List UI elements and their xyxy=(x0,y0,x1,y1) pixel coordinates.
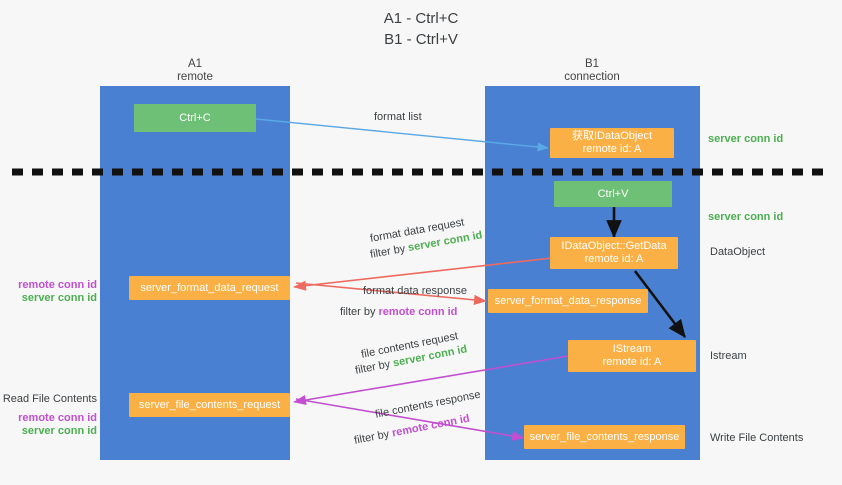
left-label-remote-conn-id-2: remote conn id xyxy=(18,412,97,424)
lane-a1-sub: remote xyxy=(177,71,213,83)
box-ctrl-v-label: Ctrl+V xyxy=(597,187,629,200)
box-idataobject[interactable]: 获取IDataObject remote id: A xyxy=(550,128,674,158)
lane-b1-name: B1 xyxy=(584,58,600,70)
right-label-server-conn-id-1: server conn id xyxy=(708,133,784,145)
lane-b1-sub: connection xyxy=(564,71,620,83)
filter-by-text-3: filter by xyxy=(354,358,392,377)
box-istream-line1: IStream xyxy=(612,343,652,355)
left-label-server-conn-id-2: server conn id xyxy=(21,425,97,437)
box-idataobject-getdata[interactable]: IDataObject::GetData remote id: A xyxy=(550,237,678,269)
box-server-format-data-response-label: server_format_data_response xyxy=(494,294,642,307)
left-label-read-file-contents: Read File Contents xyxy=(2,393,97,405)
box-server-format-data-request[interactable]: server_format_data_request xyxy=(129,276,290,300)
label-format-data-response-filter: filter by remote conn id xyxy=(340,305,457,319)
label-format-list: format list xyxy=(374,111,422,123)
right-label-dataobject: DataObject xyxy=(710,246,766,258)
title-line-2: B1 - Ctrl+V xyxy=(384,31,458,48)
box-ctrl-c[interactable]: Ctrl+C xyxy=(134,104,256,132)
box-server-file-contents-request-label: server_file_contents_request xyxy=(138,398,281,411)
lane-header-a1: A1 remote xyxy=(130,58,260,84)
box-server-file-contents-response-label: server_file_contents_response xyxy=(529,430,680,443)
filter-by-text-4: filter by xyxy=(353,428,391,447)
box-istream-line2: remote id: A xyxy=(602,356,662,368)
label-format-data-response-text: format data response xyxy=(363,285,467,297)
remote-conn-id-inline-1: remote conn id xyxy=(378,306,458,318)
left-label-server-conn-id-1: server conn id xyxy=(21,292,97,304)
box-server-file-contents-request[interactable]: server_file_contents_request xyxy=(129,393,290,417)
box-server-format-data-response[interactable]: server_format_data_response xyxy=(488,289,648,313)
lane-header-b1: B1 connection xyxy=(527,58,657,84)
box-idataobject-line1: 获取IDataObject xyxy=(571,130,653,142)
box-istream[interactable]: IStream remote id: A xyxy=(568,340,696,372)
title-line-1: A1 - Ctrl+C xyxy=(383,10,459,27)
right-label-write-file-contents: Write File Contents xyxy=(710,432,804,444)
filter-by-text-2: filter by xyxy=(340,306,376,318)
box-getdata-line1: IDataObject::GetData xyxy=(561,240,667,252)
box-ctrl-v[interactable]: Ctrl+V xyxy=(554,181,672,207)
box-server-format-data-request-label: server_format_data_request xyxy=(140,281,279,294)
box-ctrl-c-label: Ctrl+C xyxy=(179,111,211,124)
page-title: A1 - Ctrl+C B1 - Ctrl+V xyxy=(0,8,842,50)
label-format-data-response: format data response xyxy=(363,284,467,298)
right-label-server-conn-id-2: server conn id xyxy=(708,211,784,223)
box-idataobject-line2: remote id: A xyxy=(582,143,642,155)
lane-a1-name: A1 xyxy=(187,58,203,70)
label-file-contents-response-filter: filter by remote conn id xyxy=(353,412,471,448)
filter-by-text-1: filter by xyxy=(369,242,407,261)
left-label-remote-conn-id-1: remote conn id xyxy=(18,279,97,291)
box-server-file-contents-response[interactable]: server_file_contents_response xyxy=(524,425,685,449)
right-label-istream: Istream xyxy=(710,350,747,362)
box-getdata-line2: remote id: A xyxy=(584,253,644,265)
